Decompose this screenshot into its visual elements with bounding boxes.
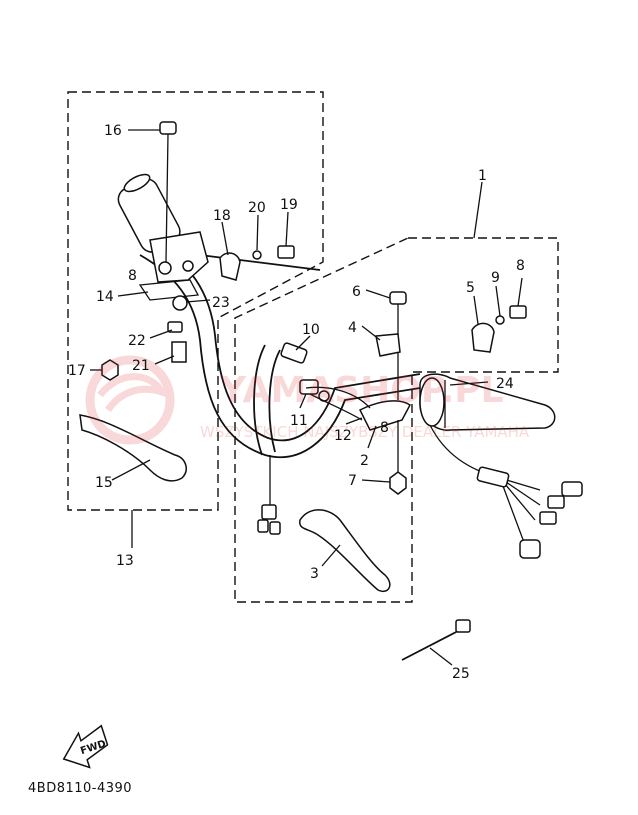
cable-switch-assembly	[257, 342, 371, 535]
callout-20: 20	[248, 200, 266, 216]
callout-15: 15	[95, 475, 113, 491]
watermark-logo-icon	[85, 355, 175, 445]
callout-6: 6	[352, 284, 361, 300]
callout-5: 5	[466, 280, 475, 296]
callout-2: 2	[360, 453, 369, 469]
callout-11: 11	[290, 413, 308, 429]
watermark-brand: YAMASHOP.PL	[219, 370, 504, 411]
callout-13: 13	[116, 553, 134, 569]
drawing-code: 4BD8110-4390	[28, 781, 132, 796]
callout-10: 10	[302, 322, 320, 338]
callout-19: 19	[280, 197, 298, 213]
callout-24: 24	[496, 376, 514, 392]
watermark: YAMASHOP.PL WSZYSTKICH NAJSZYBSZY DEALER…	[85, 355, 530, 445]
callout-labels: 16 18 20 19 8 14 23 22 17 21 15 13 1 6 4…	[68, 123, 525, 682]
callout-14: 14	[96, 289, 114, 305]
group-outline-left	[67, 91, 324, 511]
left-hardware	[101, 121, 295, 381]
right-grip-assembly	[419, 373, 583, 559]
callout-8-left: 8	[128, 268, 137, 284]
callout-3: 3	[310, 566, 319, 582]
callout-23: 23	[212, 295, 230, 311]
callout-8-right: 8	[516, 258, 525, 274]
callout-21: 21	[132, 358, 150, 374]
left-lever	[79, 414, 187, 482]
watermark-swoosh-icon	[97, 373, 170, 413]
callout-8-center: 8	[380, 420, 389, 436]
callout-12: 12	[334, 428, 352, 444]
cable-tie	[401, 619, 471, 661]
watermark-tagline: WSZYSTKICH NAJSZYBSZY DEALER YAMAHA	[200, 423, 530, 441]
right-lever	[299, 509, 391, 592]
left-grip-assembly	[117, 173, 209, 301]
callout-7: 7	[348, 473, 357, 489]
group-outline-right	[234, 237, 559, 603]
callout-16: 16	[104, 123, 122, 139]
fwd-arrow-icon: FWD	[62, 724, 109, 769]
callout-25: 25	[452, 666, 470, 682]
callout-17: 17	[68, 363, 86, 379]
callout-9: 9	[491, 270, 500, 286]
right-hardware	[358, 291, 527, 495]
callout-22: 22	[128, 333, 146, 349]
callout-18: 18	[213, 208, 231, 224]
callout-1: 1	[478, 168, 487, 184]
leader-lines	[90, 129, 523, 666]
callout-4: 4	[348, 320, 357, 336]
